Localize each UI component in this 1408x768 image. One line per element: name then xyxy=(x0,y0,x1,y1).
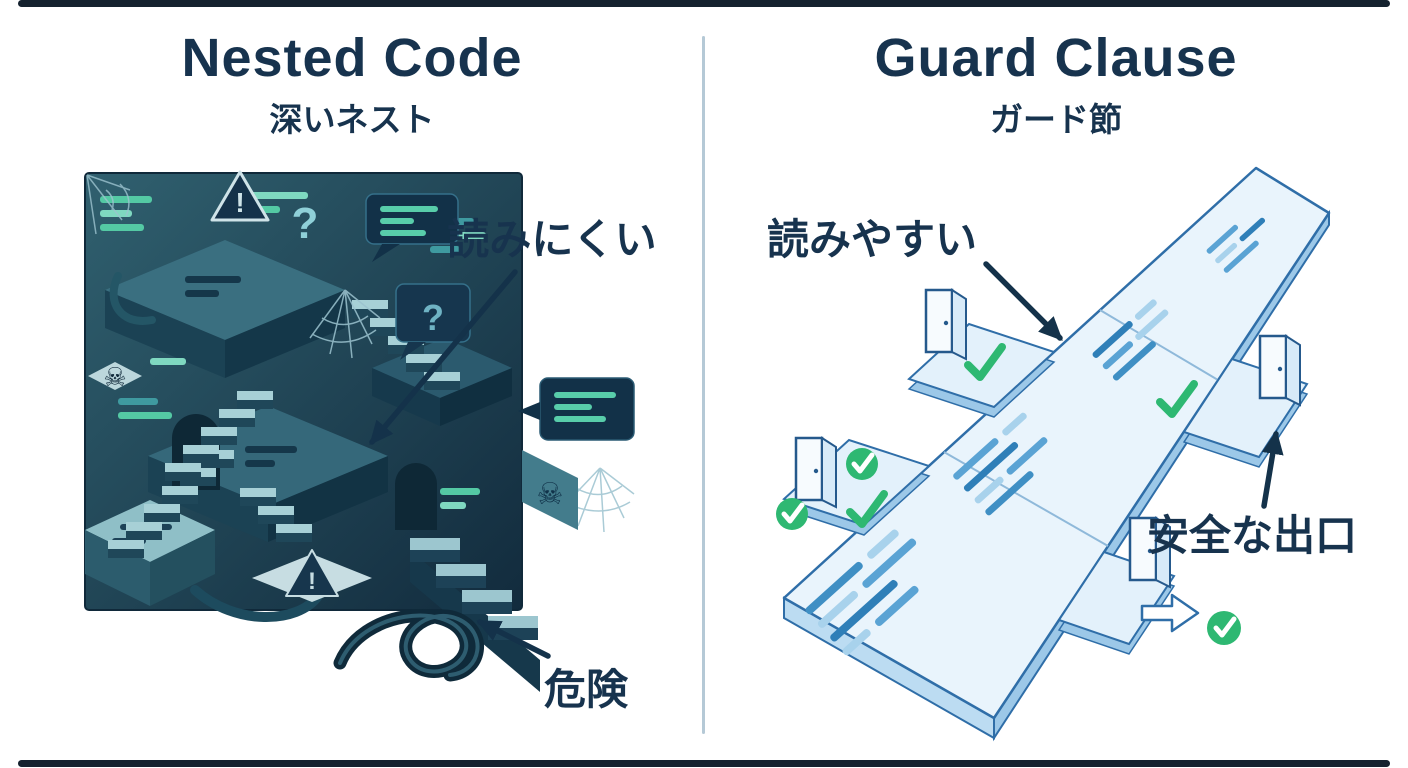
skull-icon: ☠ xyxy=(522,450,578,530)
panel-divider xyxy=(702,36,705,734)
door-icon xyxy=(1128,516,1171,589)
nested-code-subtitle: 深いネスト xyxy=(269,100,435,138)
warning-icon: ! xyxy=(210,170,270,222)
code-bubble xyxy=(518,377,635,441)
svg-text:☠: ☠ xyxy=(537,478,564,511)
guard-clause-title: Guard Clause xyxy=(874,28,1238,88)
bottom-border xyxy=(18,760,1390,767)
walkway xyxy=(782,166,1331,720)
easy-to-read-label: 読みやすい xyxy=(767,216,977,263)
guard-clause-panel: Guard Clause ガード節 xyxy=(704,0,1408,768)
safe-exit-arrow xyxy=(1261,430,1284,509)
nested-code-illustration: ? ? ! ! ☠ xyxy=(84,170,657,713)
skull-icon: ☠ xyxy=(88,362,142,392)
question-icon: ? xyxy=(292,199,319,248)
nested-code-title: Nested Code xyxy=(181,28,523,88)
maze-block-top xyxy=(105,240,345,378)
check-circle-icon xyxy=(1207,611,1241,645)
easy-to-read-arrow xyxy=(983,261,1063,341)
safe-exit-label: 安全な出口 xyxy=(1147,512,1357,559)
guard-clause-illustration: 読みやすい 安全な出口 xyxy=(767,166,1357,742)
tangled-knot-icon xyxy=(333,609,485,682)
check-circle-icon xyxy=(776,498,808,530)
danger-arrow xyxy=(476,619,551,659)
code-bubble xyxy=(365,193,459,262)
question-bubble: ? xyxy=(395,283,471,360)
top-border xyxy=(18,0,1390,7)
hard-to-read-arrow xyxy=(369,269,518,446)
svg-text:!: ! xyxy=(308,568,316,595)
check-icon xyxy=(964,343,1006,381)
danger-label: 危険 xyxy=(544,666,629,713)
check-icon xyxy=(846,490,888,528)
question-icon: ? xyxy=(422,297,444,338)
check-circle-icon xyxy=(846,448,878,480)
door-icon xyxy=(1258,334,1301,407)
check-icon xyxy=(1156,380,1198,418)
spiderweb-icon xyxy=(309,289,381,359)
hard-to-read-label: 読みにくい xyxy=(447,216,656,263)
pipe-icon xyxy=(109,272,156,325)
maze-block-right xyxy=(372,338,512,426)
door-icon xyxy=(794,436,837,509)
svg-text:☠: ☠ xyxy=(103,362,126,392)
warning-icon: ! xyxy=(252,549,372,602)
spiderweb-icon xyxy=(86,174,131,235)
guard-clause-subtitle: ガード節 xyxy=(990,100,1122,138)
arch-doorway-icon xyxy=(395,463,437,530)
walkway-code-lines xyxy=(805,217,1266,656)
nested-code-panel: Nested Code 深いネスト xyxy=(84,28,657,713)
pipe-icon xyxy=(190,585,323,622)
exit-arrow-icon xyxy=(1140,593,1200,633)
svg-text:!: ! xyxy=(235,187,244,218)
walkway-joints xyxy=(943,309,1219,547)
door-icon xyxy=(924,288,967,361)
